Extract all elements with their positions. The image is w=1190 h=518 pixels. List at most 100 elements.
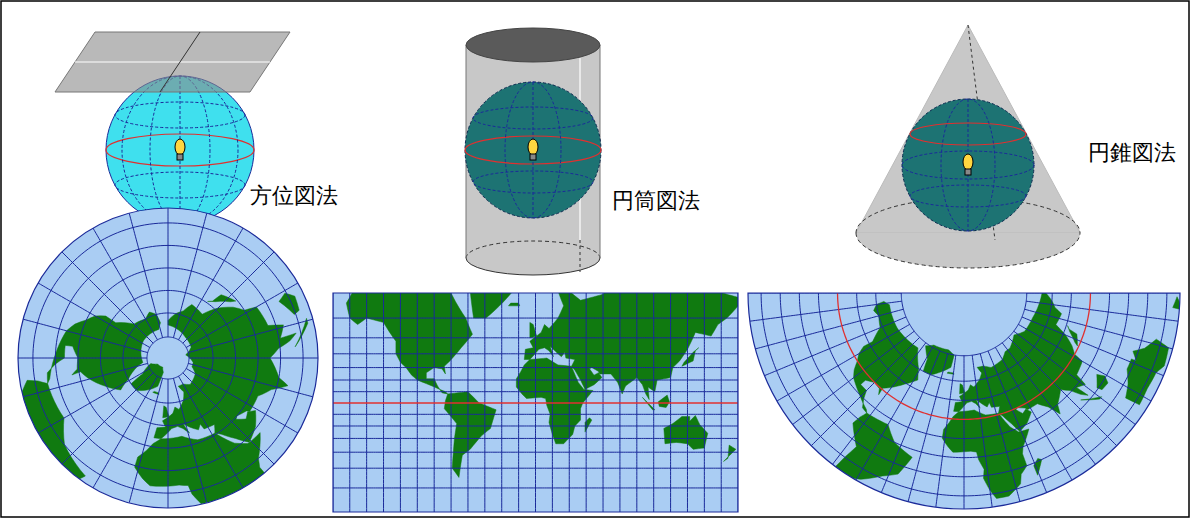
graticule-line (761, 293, 1167, 496)
landmass (175, 159, 214, 172)
graticule-line (366, 213, 367, 518)
graticule-line (333, 367, 738, 368)
graticule-line (10, 200, 325, 515)
graticule-line (901, 293, 1026, 356)
graticule-line (1014, 331, 1156, 440)
landmass (280, 459, 289, 482)
graticule-line (721, 213, 722, 518)
projection-name: 円筒図法 (612, 188, 700, 214)
graticule-line (0, 358, 147, 359)
light-bulb (528, 139, 538, 160)
graticule-line (333, 425, 738, 426)
graticule-line (48, 150, 158, 340)
graticule-line (780, 293, 1148, 477)
cone-body (856, 25, 1080, 233)
globe (106, 76, 254, 224)
projection-name: 方位図法 (250, 183, 338, 209)
landmass (279, 293, 299, 314)
graticule-line (857, 293, 1072, 400)
cylinder-base-back (466, 241, 600, 258)
meridian (122, 76, 238, 224)
graticule-line (872, 351, 940, 516)
graticule-line (333, 452, 738, 453)
graticule-line (817, 343, 926, 485)
graticule-line (333, 337, 738, 338)
graticule-line (843, 347, 932, 501)
graticule-line (173, 126, 230, 338)
graticule-line (636, 213, 637, 518)
landmass (0, 380, 85, 486)
map-outline (18, 208, 318, 508)
graticule-line (100, 290, 235, 425)
graticule-line (725, 301, 902, 324)
graticule-line (799, 293, 1128, 458)
graticule-line (333, 514, 738, 515)
graticule-line (569, 213, 570, 518)
map-outline (333, 293, 738, 512)
bulb-base (530, 154, 536, 160)
graticule-line (964, 356, 965, 518)
graticule-line (33, 223, 303, 493)
graticule-line (333, 468, 738, 469)
graticule-line (434, 213, 435, 518)
graticule-line (183, 188, 338, 343)
meridian (150, 76, 210, 224)
cylinder-body (466, 45, 600, 258)
conic-map (723, 293, 1190, 518)
graticule-line (467, 213, 468, 518)
graticule-line (876, 293, 1052, 381)
graticule-line (501, 213, 502, 518)
conic-model (856, 25, 1080, 268)
graticule-line (183, 373, 338, 518)
landmass (135, 433, 270, 518)
graticule-line (755, 324, 909, 413)
standard-line (333, 402, 738, 403)
graticule-line (0, 238, 150, 348)
landmass (682, 348, 699, 367)
projection-plane (55, 32, 290, 92)
graticule-line (106, 126, 163, 338)
meridian (941, 99, 995, 231)
map-outline (748, 293, 1180, 509)
graticule-line (78, 268, 258, 448)
graticule-line (333, 380, 738, 381)
graticule-line (687, 213, 688, 518)
cylindrical-map (333, 213, 738, 518)
graticule-line (535, 213, 536, 518)
graticule-line (147, 337, 189, 379)
graticule-line (731, 309, 903, 355)
landmass (444, 392, 496, 478)
landmass (1126, 339, 1169, 405)
graticule-line (333, 291, 738, 292)
bulb-base (177, 154, 183, 160)
graticule-line (619, 213, 620, 518)
graticule-line (333, 353, 738, 354)
bulb-base (965, 169, 971, 175)
graticule-line (0, 369, 150, 479)
equator (902, 151, 1034, 179)
equator (465, 136, 601, 164)
parallel (115, 172, 245, 198)
landmass (346, 280, 472, 394)
graticule-line (417, 213, 418, 518)
graticule-line (333, 487, 738, 488)
graticule-line (168, 118, 169, 337)
graticule-line (333, 318, 738, 319)
graticule-line (670, 213, 671, 518)
projection-name: 円錐図法 (1088, 140, 1176, 166)
landmass (208, 295, 236, 302)
graticule-line (0, 178, 348, 518)
graticule-line (123, 313, 213, 403)
parallel (115, 102, 245, 128)
graticule-line (179, 150, 289, 340)
landmass (923, 345, 954, 375)
graticule-line (818, 293, 1109, 439)
graticule-line (484, 213, 485, 518)
graticule-line (0, 155, 371, 518)
graticule-line (349, 213, 350, 518)
meridian (505, 82, 561, 218)
cone-base-edge (856, 233, 1080, 268)
cylinder-line (580, 240, 581, 272)
